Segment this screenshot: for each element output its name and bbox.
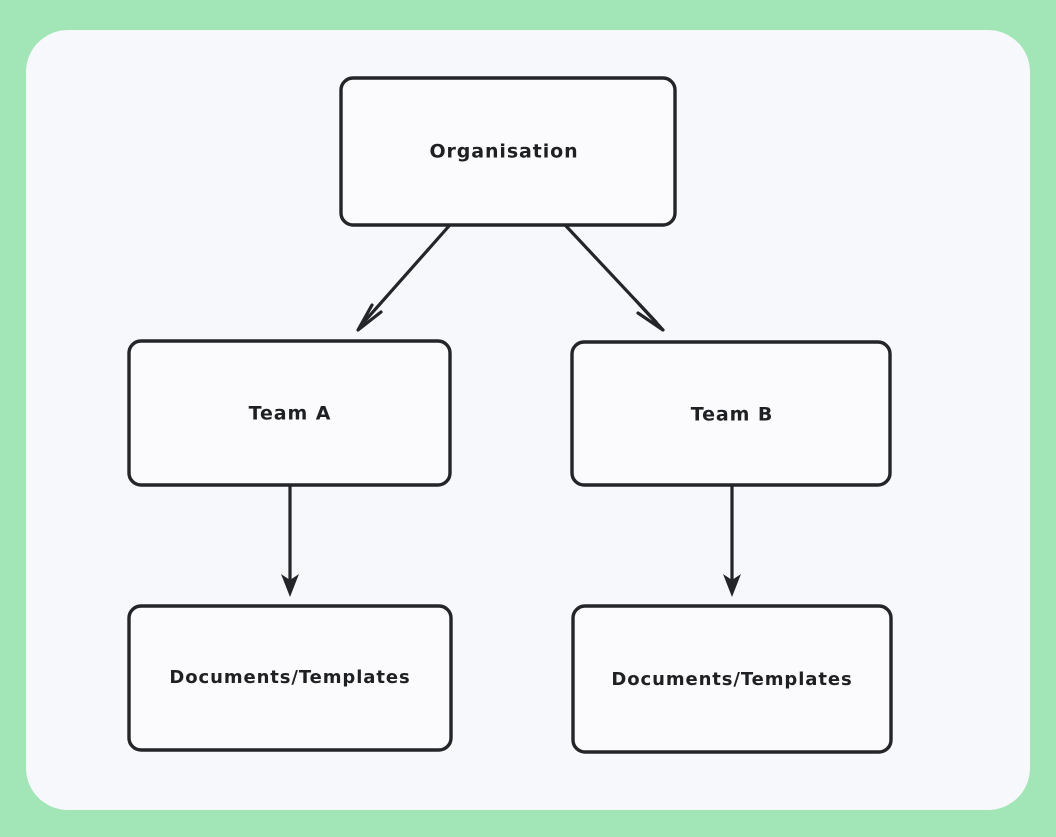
node-documents-templates-b-box[interactable] bbox=[571, 604, 893, 754]
node-team-a-label: Team A bbox=[249, 403, 332, 425]
node-documents-templates-a-box[interactable] bbox=[127, 604, 453, 752]
node-team-a-box[interactable] bbox=[127, 339, 452, 487]
node-documents-templates-a-label: Documents/Templates bbox=[169, 667, 410, 688]
node-documents-templates-b[interactable]: Documents/Templates bbox=[571, 604, 893, 754]
edge-team-b-to-docs-b bbox=[723, 484, 741, 597]
node-organisation-box[interactable] bbox=[339, 76, 677, 227]
edge-team-a-to-docs-a bbox=[281, 484, 299, 597]
node-documents-templates-b-label: Documents/Templates bbox=[611, 669, 852, 690]
edge-organisation-to-team-a bbox=[356, 224, 451, 332]
node-organisation-label: Organisation bbox=[429, 141, 578, 163]
node-team-b-box[interactable] bbox=[570, 340, 892, 487]
node-team-b-label: Team B bbox=[691, 404, 773, 426]
node-documents-templates-a[interactable]: Documents/Templates bbox=[127, 604, 453, 752]
edge-organisation-to-team-b bbox=[564, 224, 665, 332]
node-organisation[interactable]: Organisation bbox=[339, 76, 677, 227]
node-team-b[interactable]: Team B bbox=[570, 340, 892, 487]
node-team-a[interactable]: Team A bbox=[127, 339, 452, 487]
